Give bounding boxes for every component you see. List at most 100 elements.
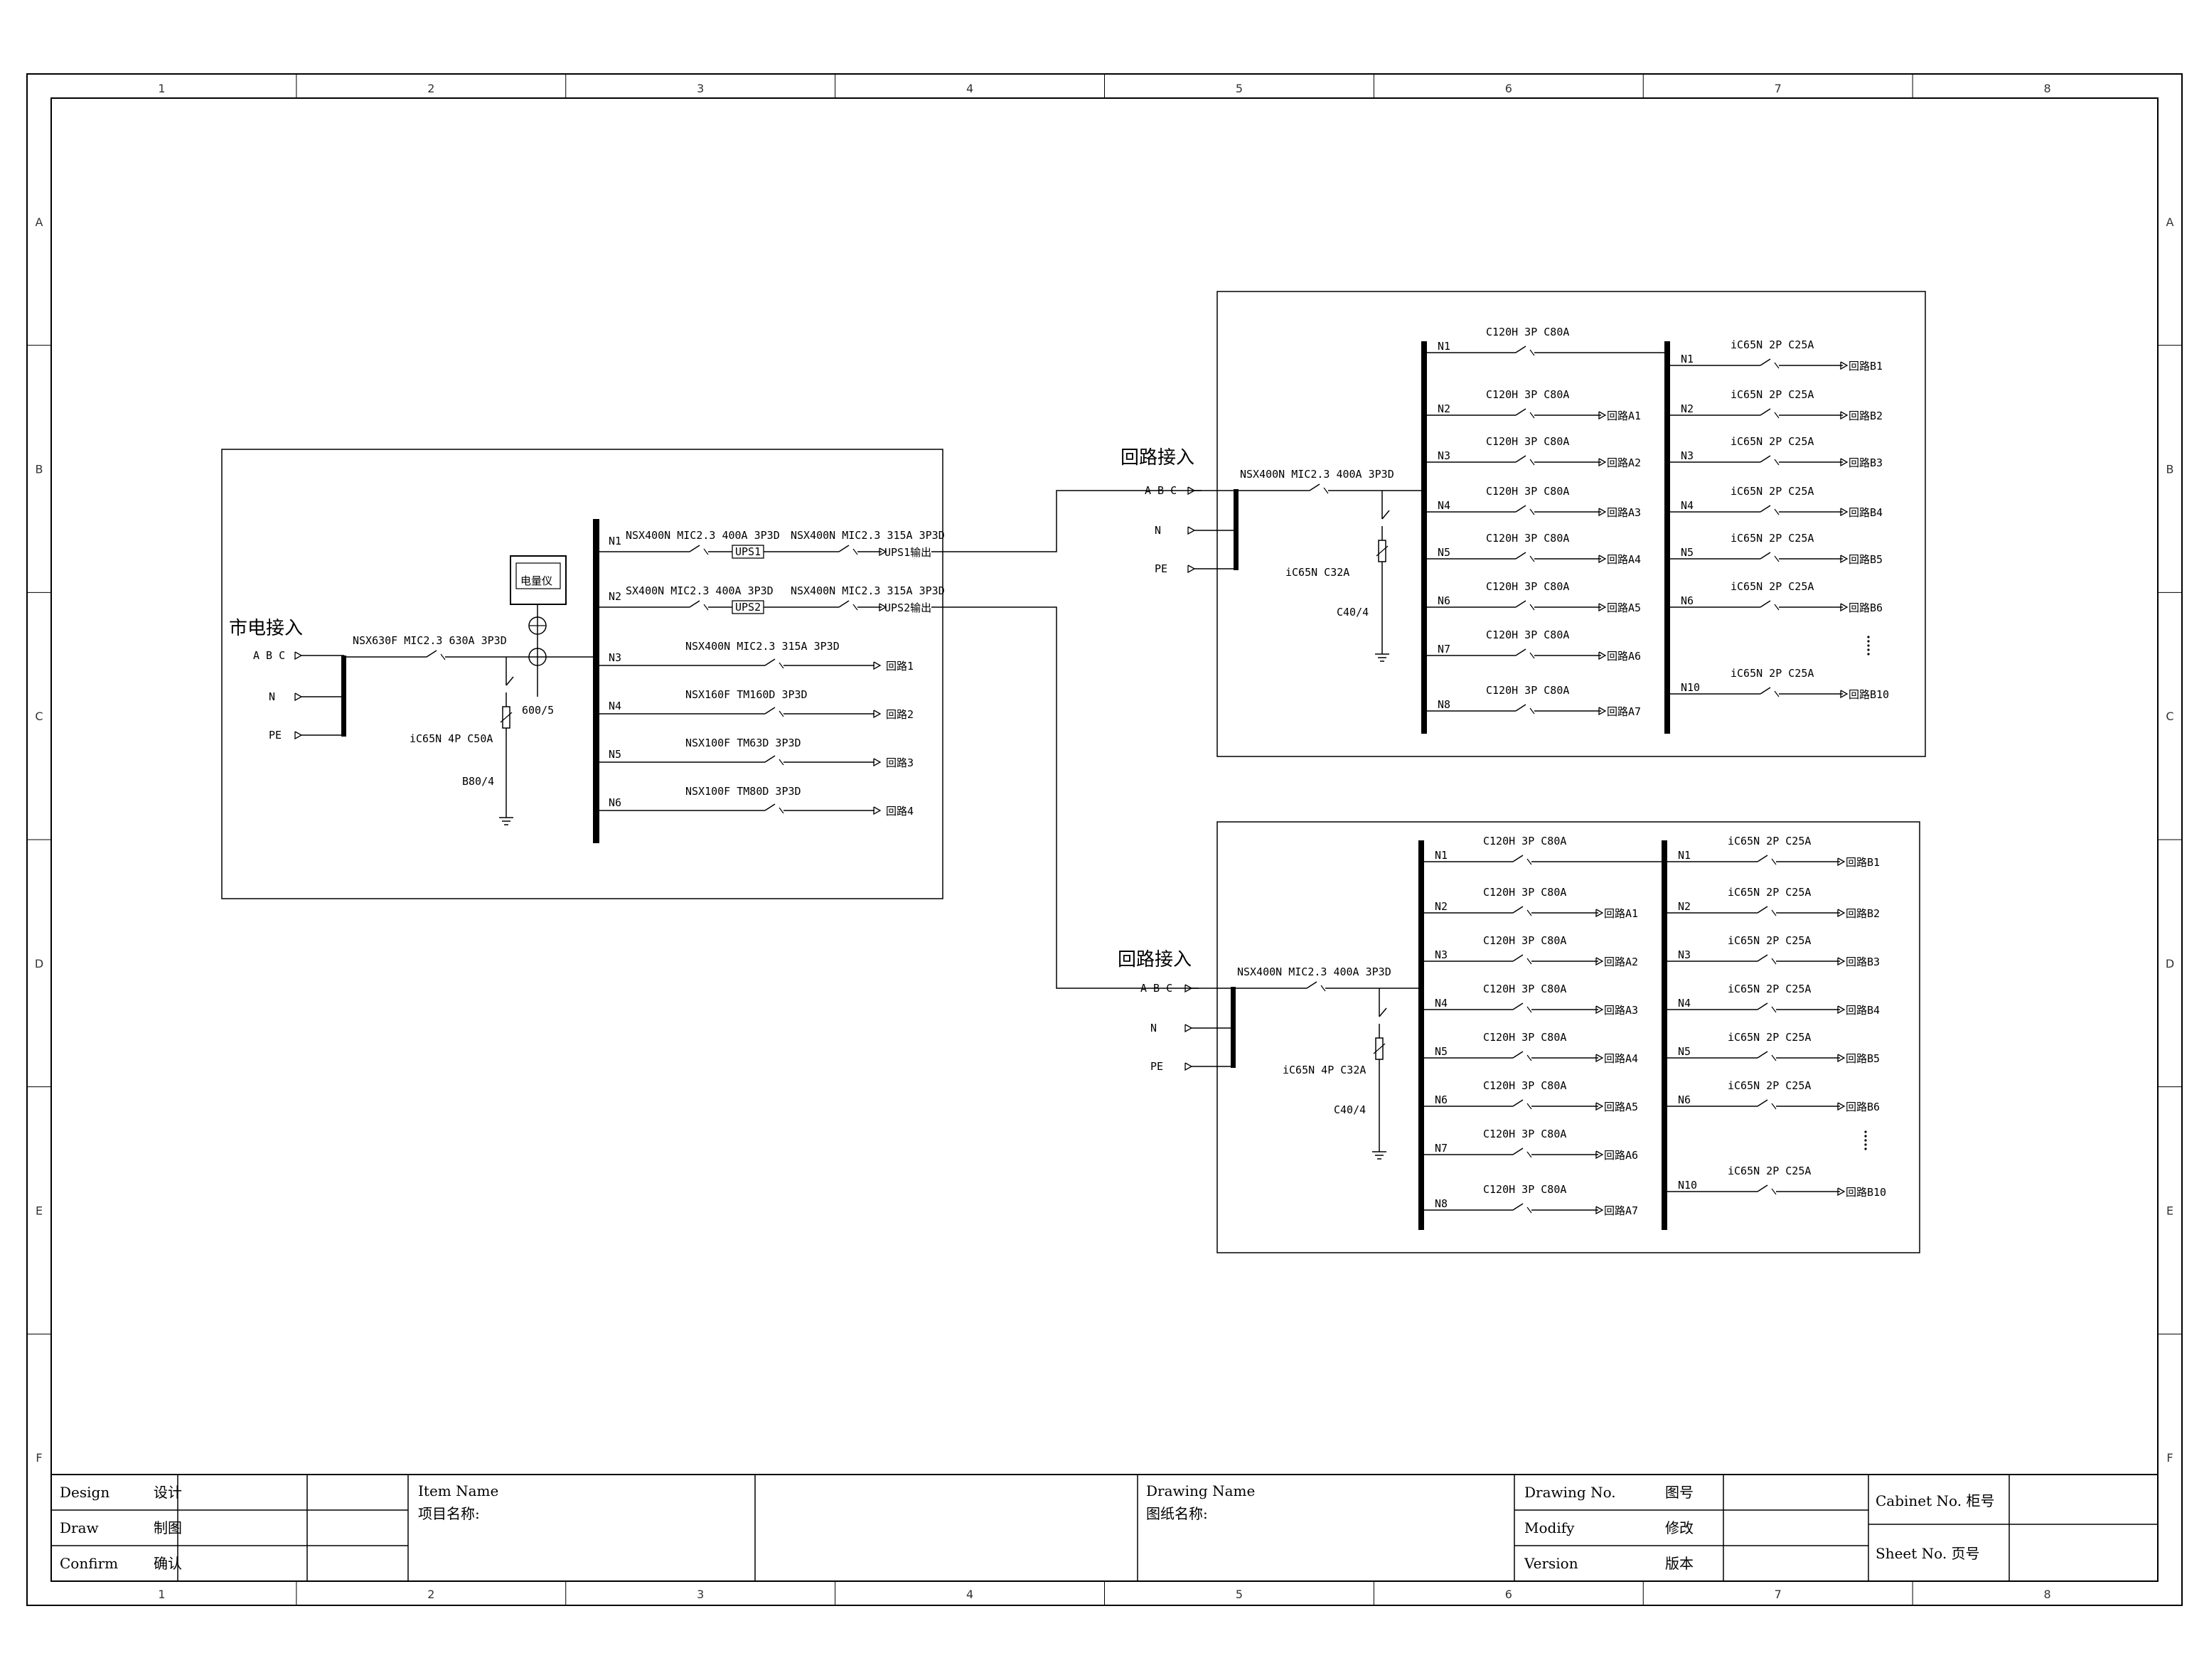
sub1-bus-a-label-N5: N5 — [1435, 1045, 1448, 1058]
grid-col-bottom-6: 6 — [1505, 1588, 1512, 1601]
sub1-main-breaker-symbol-mark — [1320, 985, 1326, 992]
tb-confirm-label: Confirm — [60, 1555, 118, 1572]
grid-col-top-5: 5 — [1236, 82, 1243, 95]
sub1-bus-a-breaker-symbol — [1512, 954, 1524, 962]
feeder-breaker-symbol-mark — [779, 807, 784, 814]
sub1-continuation-dot — [1864, 1130, 1867, 1133]
sub1-bus-a-breaker-symbol-mark — [1526, 958, 1532, 965]
ups-label-UPS2: UPS2 — [735, 601, 761, 614]
main-feeder-output-N5: 回路3 — [886, 756, 914, 769]
ups1-to-upper-panel-wire — [931, 490, 1202, 552]
main-feeder-breaker-label-N3: NSX400N MIC2.3 315A 3P3D — [685, 640, 840, 653]
ups-interconnect-wires — [931, 490, 1202, 989]
sub1-bus-b-arrow — [1837, 909, 1846, 918]
sub0-bus-a-breaker-symbol-mark — [1529, 555, 1535, 562]
sub0-bus-b-arrow — [1840, 555, 1849, 564]
sub0-bus-a-label-N4: N4 — [1438, 499, 1450, 512]
sub0-bus-b-breaker-symbol — [1760, 358, 1771, 366]
sub0-phase-label-1: N — [1155, 524, 1161, 537]
sub1-bus-a-breaker-symbol — [1512, 906, 1524, 914]
grid-row-right-D: D — [2166, 957, 2174, 970]
main-feeder-breaker-label-N4: NSX160F TM160D 3P3D — [685, 688, 808, 701]
sub0-bus-b-label-N10: N10 — [1681, 681, 1700, 694]
sub0-bus-a-breaker-N5: C120H 3P C80A — [1486, 532, 1569, 545]
tb-modify-cn: 修改 — [1665, 1519, 1694, 1536]
sub0-bus-a-breaker-symbol — [1515, 704, 1526, 712]
sub1-bus-a-label-N6: N6 — [1435, 1093, 1448, 1106]
sub1-bus-a-breaker-symbol — [1512, 1002, 1524, 1010]
sub1-bus-b-label-N1: N1 — [1678, 849, 1691, 862]
sub0-bus-a-breaker-symbol — [1515, 648, 1526, 656]
sub1-bus-b-breaker-symbol — [1757, 1002, 1768, 1010]
main-phase-arrow-2 — [294, 731, 303, 740]
sub0-bus-a-breaker-symbol-mark — [1529, 459, 1535, 466]
sub0-bus-b-arrow — [1840, 690, 1849, 699]
sub1-bus-b-label-N2: N2 — [1678, 900, 1691, 913]
sub0-bus-b-breaker-N5: iC65N 2P C25A — [1731, 532, 1814, 545]
sub0-bus-b-breaker-symbol — [1760, 552, 1771, 560]
sub1-bus-a-breaker-N2: C120H 3P C80A — [1483, 886, 1566, 899]
feeder-breaker-symbol — [764, 707, 776, 715]
sub0-main-breaker-symbol-mark — [1323, 487, 1329, 494]
sub0-bus-a-breaker-symbol-mark — [1529, 508, 1535, 515]
sub1-bus-a-breaker-N5: C120H 3P C80A — [1483, 1031, 1566, 1044]
grid-col-bottom-5: 5 — [1236, 1588, 1243, 1601]
main-spd-breaker-label: iC65N 4P C50A — [410, 732, 493, 745]
sub1-bus-a-breaker-N4: C120H 3P C80A — [1483, 983, 1566, 995]
sub1-bus-b-breaker-symbol-mark — [1771, 1054, 1777, 1061]
sub0-bus-a-label-N3: N3 — [1438, 449, 1450, 462]
sub1-bus-b-breaker-symbol — [1757, 1051, 1768, 1059]
feeder-breaker-symbol-mark — [779, 662, 784, 669]
sub1-bus-b-output-N10: 回路B10 — [1846, 1186, 1886, 1199]
sub1-bus-a-output-N4: 回路A3 — [1604, 1004, 1638, 1017]
feeder-breaker2-symbol-mark — [852, 604, 858, 611]
sub0-bus-a-breaker-symbol-mark — [1529, 707, 1535, 715]
sub0-bus-a-breaker-symbol — [1515, 346, 1526, 353]
feeder-breaker-symbol — [764, 803, 776, 811]
sub1-bus-b-output-N3: 回路B3 — [1846, 956, 1880, 968]
sub0-bus-b-breaker-symbol-mark — [1774, 604, 1780, 611]
sub0-bus-a-output-N3: 回路A2 — [1607, 456, 1641, 469]
power-meter-icon — [510, 555, 567, 605]
sub1-bus-b-label-N4: N4 — [1678, 997, 1691, 1010]
sub1-continuation-dot — [1864, 1139, 1867, 1142]
sub1-bus-a-label-N7: N7 — [1435, 1142, 1448, 1155]
sub0-bus-b-output-N10: 回路B10 — [1849, 688, 1889, 701]
power-meter-label: 电量仪 — [520, 574, 552, 587]
sub1-spd-breaker-label: iC65N 4P C32A — [1283, 1064, 1366, 1076]
feeder-arrow — [873, 758, 882, 767]
sub0-bus-a-breaker-N3: C120H 3P C80A — [1486, 435, 1569, 448]
sub1-bus-b-breaker-symbol — [1757, 1099, 1768, 1107]
sub0-bus-b-output-N2: 回路B2 — [1849, 410, 1883, 422]
sub0-bus-a-breaker-N6: C120H 3P C80A — [1486, 580, 1569, 593]
main-feeder-breaker2-label-N1: NSX400N MIC2.3 315A 3P3D — [791, 529, 945, 542]
sub0-bus-b-arrow — [1840, 411, 1849, 420]
sub1-bus-a-output-N3: 回路A2 — [1604, 956, 1638, 968]
sub0-bus-b-label-N6: N6 — [1681, 594, 1694, 607]
sub1-bus-b-breaker-N5: iC65N 2P C25A — [1728, 1031, 1811, 1044]
grid-col-bottom-1: 1 — [158, 1588, 165, 1601]
tb-design-cn: 设计 — [154, 1484, 182, 1501]
sub1-phase-arrow-2 — [1184, 1062, 1193, 1071]
sub0-main-breaker-symbol — [1309, 483, 1320, 491]
ups-label-UPS1: UPS1 — [735, 545, 761, 558]
grid-row-right-E: E — [2166, 1204, 2173, 1218]
sub0-continuation-dot — [1867, 653, 1870, 656]
sub0-bus-b-arrow — [1840, 361, 1849, 370]
sub0-bus-a-breaker-symbol-mark — [1529, 349, 1535, 356]
sub1-bus-b-output-N2: 回路B2 — [1846, 907, 1880, 920]
sub1-bus-a-breaker-N3: C120H 3P C80A — [1483, 934, 1566, 947]
sub1-bus-a-output-N5: 回路A4 — [1604, 1052, 1638, 1065]
sub1-bus-a-breaker-symbol-mark — [1526, 1103, 1532, 1110]
sub1-bus-b-arrow — [1837, 1187, 1846, 1197]
main-feeder-output-N6: 回路4 — [886, 805, 914, 818]
sub1-bus-a-label-N3: N3 — [1435, 948, 1448, 961]
grid-row-right-C: C — [2166, 710, 2173, 723]
sub0-bus-b-label-N5: N5 — [1681, 546, 1694, 559]
sub1-bus-a-output-N2: 回路A1 — [1604, 907, 1638, 920]
sub0-bus-a-output-N7: 回路A6 — [1607, 650, 1641, 663]
sub0-bus-a-label-N6: N6 — [1438, 594, 1450, 607]
feeder-breaker2-symbol — [838, 600, 850, 608]
feeder-breaker-symbol — [689, 545, 700, 552]
sub0-spd-arrester-slash — [1376, 545, 1389, 557]
